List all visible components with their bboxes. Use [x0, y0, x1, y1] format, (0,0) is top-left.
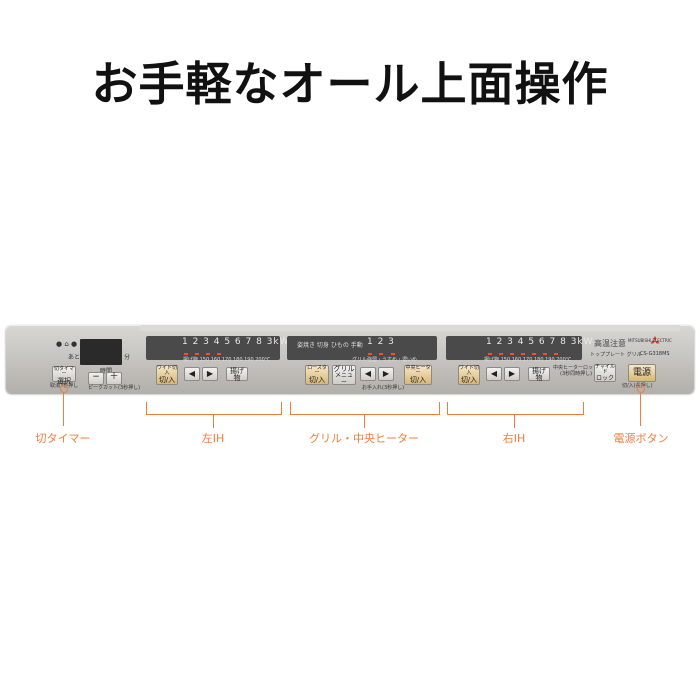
- left-ih-led: [217, 353, 221, 355]
- high-temp-warning: 高温注意: [594, 339, 626, 348]
- power-callout-label: 電源ボタン: [613, 432, 669, 445]
- left-ih-power-label: 切/入: [158, 375, 176, 384]
- right-ih-callout-label: 右IH: [502, 432, 526, 445]
- power-callout-line: [640, 392, 641, 426]
- timer-callout-label: 切タイマー: [35, 432, 91, 445]
- left-ih-callout-line: [213, 414, 214, 428]
- grill-decrease-button[interactable]: ◀: [360, 367, 376, 381]
- time-minus-button[interactable]: −: [88, 372, 104, 385]
- center-heater-power-button[interactable]: 中央ヒーター 切/入: [404, 365, 432, 385]
- grill-led: [379, 353, 383, 355]
- grill-level-note: グリル強弱・うすめ・濃いめ: [352, 357, 418, 363]
- right-ih-led: [499, 353, 503, 355]
- mitsubishi-logo-icon: [650, 336, 660, 344]
- right-ih-power-button[interactable]: ワイド切入 切/入: [458, 365, 480, 385]
- grill-power-button[interactable]: ロースター 切/入: [305, 365, 329, 385]
- grill-led: [368, 353, 372, 355]
- timer-callout-marker: [60, 385, 68, 393]
- left-ih-fry-button[interactable]: 揚げ物: [226, 367, 248, 382]
- left-ih-power-button[interactable]: ワイド切入 切/入: [156, 365, 178, 385]
- right-ih-level-scale: 1 2 3 4 5 6 7 8 3kW: [486, 337, 594, 347]
- grill-led: [391, 353, 395, 355]
- right-ih-increase-button[interactable]: ▶: [504, 367, 520, 381]
- timer-select-button[interactable]: 切タイマー 選択: [52, 366, 76, 385]
- brand-name: MITSUBISHI ELECTRIC: [628, 338, 672, 343]
- right-ih-led: [521, 353, 525, 355]
- grill-modes: 姿焼き 切身 ひもの 手動: [297, 342, 363, 349]
- time-label: 時間: [100, 366, 112, 375]
- right-ih-indicator-band: [446, 336, 582, 360]
- left-ih-decrease-button[interactable]: ◀: [184, 367, 200, 381]
- right-ih-led: [488, 353, 492, 355]
- left-ih-temp-scale: 揚げ物 150 160 170 180 190 200℃: [183, 357, 271, 363]
- panel-top-strip: [140, 325, 680, 331]
- center-heater-top: 中央ヒーター: [405, 365, 431, 377]
- right-ih-power-top: ワイド切入: [459, 365, 480, 377]
- right-ih-bracket: [447, 402, 584, 415]
- high-temp-sub: トッププレート グリル: [590, 352, 642, 358]
- right-ih-led: [532, 353, 536, 355]
- left-ih-bracket: [146, 402, 282, 415]
- grill-callout-label: グリル・中央ヒーター: [309, 432, 419, 445]
- status-indicators: ● ⌂ ● ☐: [56, 340, 86, 348]
- main-power-button[interactable]: 電源: [628, 364, 656, 382]
- timer-display: [80, 339, 122, 365]
- model-number: CS-G318MS: [640, 351, 670, 357]
- center-heater-label: 切/入: [409, 375, 427, 384]
- timer-select-label: 選択: [57, 376, 71, 385]
- time-plus-button[interactable]: ＋: [106, 372, 122, 385]
- right-ih-temp-scale: 揚げ物 150 160 170 180 190 200℃: [484, 357, 572, 363]
- left-ih-led: [206, 353, 210, 355]
- child-lock-top: チャイルド: [595, 364, 615, 376]
- peak-cut-note: ピークカット(3秒押し): [88, 385, 141, 391]
- grill-care-note: お手入れ(3秒押し): [362, 385, 405, 391]
- right-ih-led: [543, 353, 547, 355]
- left-ih-indicator-band: [146, 336, 280, 360]
- right-ih-fry-button[interactable]: 揚げ物: [528, 367, 550, 382]
- power-callout-marker: [637, 385, 645, 393]
- grill-level-scale: 1 2 3: [367, 337, 395, 347]
- timer-select-top-label: 切タイマー: [53, 366, 74, 378]
- minute-unit: 分: [124, 354, 131, 361]
- left-ih-increase-button[interactable]: ▶: [202, 367, 218, 381]
- right-ih-callout-line: [514, 414, 515, 428]
- left-ih-power-top: ワイド切入: [157, 365, 178, 377]
- left-ih-led: [195, 353, 199, 355]
- grill-power-top: ロースター: [307, 365, 327, 377]
- grill-bracket: [290, 402, 440, 415]
- timer-remaining-label: あと: [68, 354, 81, 361]
- timer-callout-line: [63, 392, 64, 426]
- headline: お手軽なオール上面操作: [91, 57, 609, 111]
- right-ih-power-label: 切/入: [460, 375, 478, 384]
- grill-menu-button[interactable]: グリル メニュー: [332, 365, 356, 385]
- grill-indicator-band: [287, 336, 437, 360]
- left-ih-callout-label: 左IH: [201, 432, 225, 445]
- child-lock-label: ロック: [595, 374, 614, 382]
- right-ih-led: [554, 353, 558, 355]
- center-lock-sub: (3秒同時押し): [560, 371, 593, 377]
- center-lock-note: 中央ヒーターロック: [553, 365, 599, 371]
- right-ih-led: [510, 353, 514, 355]
- left-ih-level-scale: 1 2 3 4 5 6 7 8 3kW: [182, 337, 290, 347]
- grill-increase-button[interactable]: ▶: [378, 367, 394, 381]
- grill-menu-top: グリル: [333, 365, 355, 373]
- left-ih-led: [184, 353, 188, 355]
- child-lock-button[interactable]: チャイルド ロック: [594, 364, 616, 382]
- grill-power-label: 切/入: [308, 375, 326, 384]
- grill-menu-label: メニュー: [334, 372, 353, 386]
- grill-callout-line: [364, 414, 365, 428]
- right-ih-decrease-button[interactable]: ◀: [486, 367, 502, 381]
